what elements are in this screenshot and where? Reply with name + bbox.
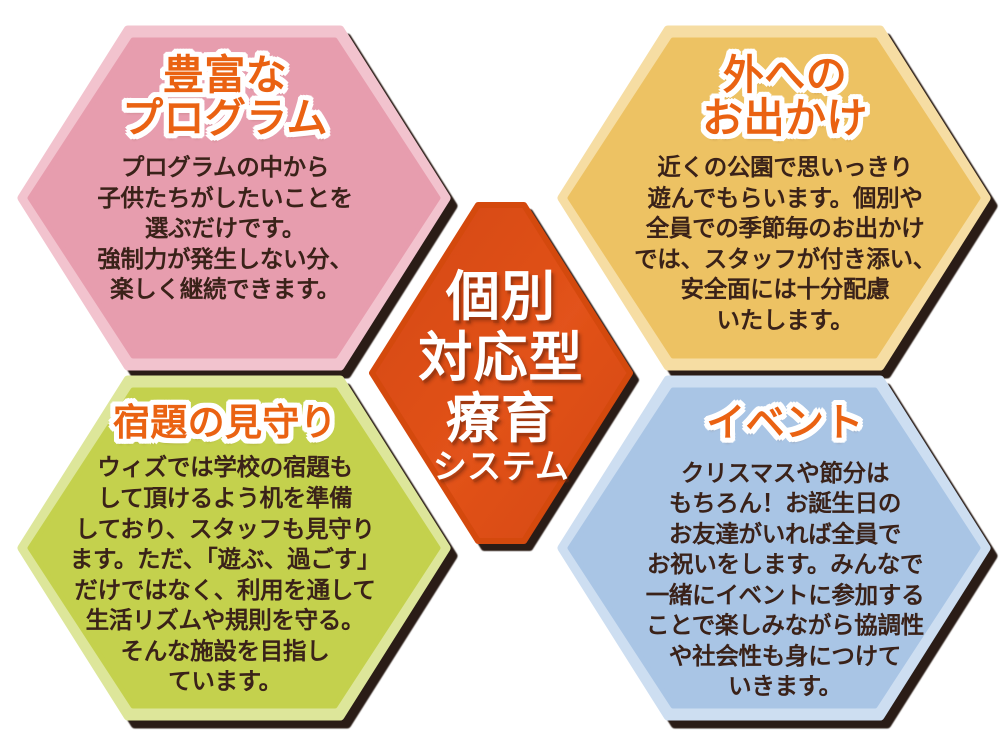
card-homework-body: ウィズでは学校の宿題も して頂けるよう机を準備 しており、スタッフも見守り ます… [69, 453, 381, 696]
hexagon-homework[interactable] [17, 375, 451, 721]
card-center[interactable]: 個別 対応型 療育 システム [372, 232, 630, 522]
hexagon-outing[interactable] [557, 25, 991, 371]
center-line-4: システム [432, 447, 570, 488]
card-outing-body: 近くの公園で思いっきり 遊んでもらいます。個別や 全員での季節毎のお出かけ では… [634, 153, 936, 334]
center-line-2: 対応型 [418, 326, 584, 390]
card-event-title: イベント [706, 401, 864, 446]
card-outing-title: 外への お出かけ [702, 51, 868, 142]
card-event[interactable]: イベント クリスマスや節分は もちろん！お誕生日の お友達がいれば全員で お祝い… [600, 400, 970, 710]
card-event-body: クリスマスや節分は もちろん！お誕生日の お友達がいれば全員で お祝いをします。… [645, 458, 925, 701]
center-line-1: 個別 [445, 265, 557, 329]
card-program[interactable]: 豊富な プログラム プログラムの中から 子供たちがしたいことを 選ぶだけです。 … [40, 48, 410, 348]
hexagon-event[interactable] [557, 375, 991, 721]
card-homework-title: 宿題の見守り [112, 401, 338, 444]
hexagon-center[interactable] [369, 202, 633, 544]
card-program-title: 豊富な プログラム [122, 51, 328, 142]
card-outing[interactable]: 外への お出かけ 近くの公園で思いっきり 遊んでもらいます。個別や 全員での季節… [600, 48, 970, 358]
hexagon-program[interactable] [17, 25, 451, 371]
card-program-body: プログラムの中から 子供たちがしたいことを 選ぶだけです。 強制力が発生しない分… [97, 153, 353, 304]
card-homework[interactable]: 宿題の見守り ウィズでは学校の宿題も して頂けるよう机を準備 しており、スタッフ… [40, 400, 410, 710]
center-line-3: 療育 [445, 387, 557, 451]
